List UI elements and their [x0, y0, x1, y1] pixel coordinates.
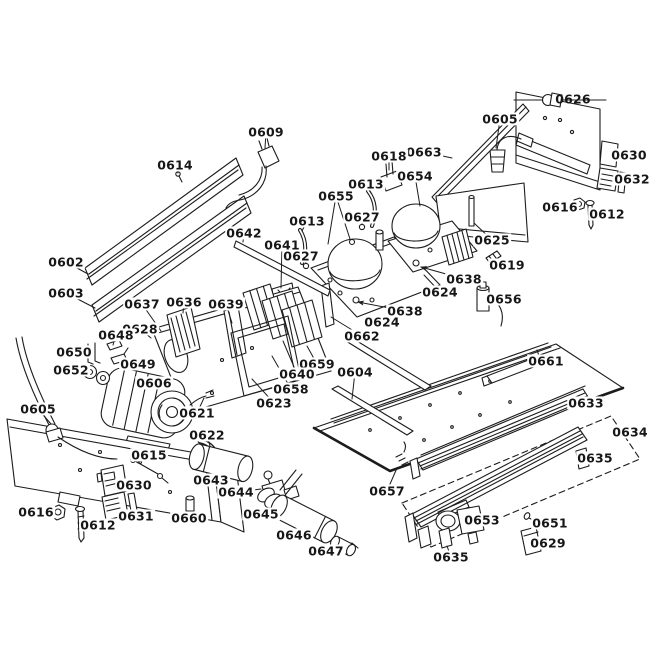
part-label-0650: 0650	[55, 344, 93, 360]
part-label-0640: 0640	[278, 366, 316, 382]
starter-relay	[441, 228, 474, 266]
part-label-0629: 0629	[529, 535, 567, 551]
part-label-0624: 0624	[421, 284, 459, 300]
part-label-0662: 0662	[343, 328, 381, 344]
side-plates	[572, 140, 627, 230]
part-label-0624: 0624	[363, 314, 401, 330]
part-label-0626: 0626	[555, 91, 591, 107]
part-label-0655: 0655	[317, 188, 355, 204]
back-panel	[489, 91, 607, 191]
part-label-0636: 0636	[165, 294, 203, 310]
part-label-0654: 0654	[396, 168, 434, 184]
slat-panel-upper	[84, 157, 244, 286]
part-label-0602: 0602	[47, 254, 85, 270]
filter-drier	[270, 494, 338, 544]
part-label-0606: 0606	[135, 375, 173, 391]
part-label-0635: 0635	[576, 450, 614, 466]
part-label-0616: 0616	[541, 199, 579, 215]
part-label-0642: 0642	[225, 225, 263, 241]
wire-harness	[189, 395, 207, 406]
capacitor-cylinder	[188, 443, 254, 483]
part-label-0652: 0652	[52, 362, 90, 378]
part-label-0634: 0634	[611, 424, 649, 440]
part-label-0604: 0604	[336, 364, 374, 380]
part-label-0645: 0645	[242, 506, 280, 522]
part-label-0659: 0659	[298, 356, 336, 372]
part-label-0609: 0609	[247, 124, 285, 140]
screw-icon	[585, 199, 595, 207]
part-label-0616: 0616	[17, 504, 55, 520]
part-label-0627: 0627	[282, 248, 320, 264]
part-label-0632: 0632	[613, 171, 650, 187]
part-label-0638: 0638	[386, 303, 424, 319]
grille-upper	[409, 385, 591, 480]
part-label-0605: 0605	[481, 111, 519, 127]
part-label-0643: 0643	[192, 472, 230, 488]
part-label-0663: 0663	[405, 144, 443, 160]
part-label-0656: 0656	[485, 291, 523, 307]
part-label-0635: 0635	[432, 549, 470, 565]
part-label-0612: 0612	[79, 517, 117, 533]
support-bar	[233, 240, 331, 297]
part-label-0631: 0631	[117, 508, 155, 524]
part-label-0648: 0648	[97, 327, 135, 343]
part-label-0646: 0646	[275, 527, 313, 543]
part-label-0623: 0623	[255, 395, 293, 411]
finned-block	[166, 306, 201, 358]
part-label-0661: 0661	[527, 353, 565, 369]
part-label-0660: 0660	[170, 510, 208, 526]
part-label-0614: 0614	[156, 157, 194, 173]
part-label-0618: 0618	[370, 148, 408, 164]
part-label-0619: 0619	[488, 257, 526, 273]
part-label-0621: 0621	[178, 405, 216, 421]
part-label-0633: 0633	[567, 395, 605, 411]
part-label-0651: 0651	[531, 515, 569, 531]
slat-panel-lower	[91, 195, 252, 323]
part-label-0630: 0630	[115, 477, 153, 493]
part-label-0658: 0658	[272, 381, 310, 397]
part-label-0649: 0649	[119, 356, 157, 372]
part-label-0638: 0638	[445, 271, 483, 287]
part-label-0615: 0615	[130, 447, 168, 463]
compressor-right	[391, 203, 441, 249]
fixing-screws	[395, 441, 409, 466]
small-sleeve	[185, 495, 195, 512]
part-label-0637: 0637	[123, 296, 161, 312]
part-label-0647: 0647	[307, 543, 345, 559]
compressor-left	[327, 238, 383, 290]
clip-icon	[438, 527, 453, 549]
power-cord	[225, 137, 280, 209]
part-label-0653: 0653	[463, 512, 501, 528]
part-label-0625: 0625	[473, 232, 511, 248]
part-label-0630: 0630	[610, 147, 648, 163]
part-label-0605: 0605	[19, 401, 57, 417]
part-label-0622: 0622	[188, 427, 226, 443]
part-label-0641: 0641	[263, 237, 301, 253]
part-label-0613: 0613	[288, 213, 326, 229]
part-label-0613: 0613	[347, 176, 385, 192]
part-label-0657: 0657	[368, 483, 406, 499]
part-label-0639: 0639	[207, 296, 245, 312]
grille-lower	[404, 426, 588, 549]
part-label-0603: 0603	[47, 285, 85, 301]
part-label-0612: 0612	[588, 206, 626, 222]
part-label-0627: 0627	[343, 209, 381, 225]
clip-plates	[96, 464, 139, 521]
part-label-0644: 0644	[217, 484, 255, 500]
